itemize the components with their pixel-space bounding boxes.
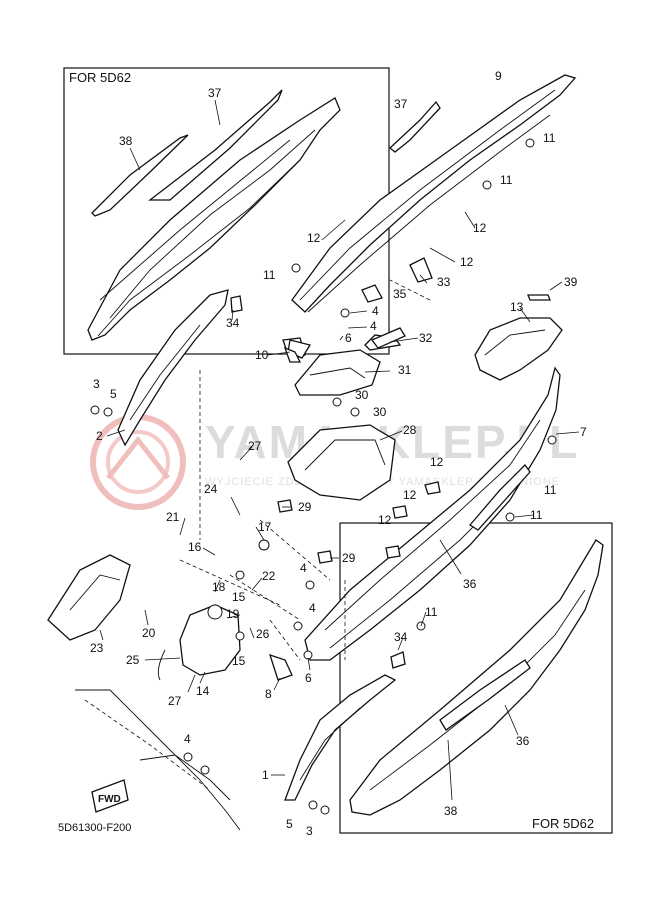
callout-21: 21: [166, 510, 180, 524]
callout-23: 23: [90, 641, 104, 655]
callout-20: 20: [142, 626, 156, 640]
callout-12c: 12: [460, 255, 474, 269]
callout-11a: 11: [543, 131, 556, 145]
leader-lines: [99, 211, 580, 776]
callout-34b: 34: [394, 630, 408, 644]
callout-27a: 27: [248, 439, 262, 453]
callout-7: 7: [580, 425, 587, 439]
callout-3b: 3: [306, 824, 313, 838]
callout-4d: 4: [309, 601, 316, 615]
callout-29b: 29: [342, 551, 356, 565]
callout-29a: 29: [298, 500, 312, 514]
fasteners: [90, 138, 557, 815]
callout-25: 25: [126, 653, 140, 667]
callout-4e: 4: [184, 732, 191, 746]
callout-4c: 4: [300, 561, 307, 575]
callout-15b: 15: [232, 654, 246, 668]
callout-38a: 38: [119, 134, 133, 148]
upper-cover: [291, 74, 577, 313]
callouts: 1 2 3 3 4 4 4 4 4 5 5 6 6 7 8 9 10 11 11…: [90, 69, 587, 838]
callout-30b: 30: [373, 405, 387, 419]
callout-31: 31: [398, 363, 412, 377]
callout-35: 35: [393, 287, 407, 301]
callout-6a: 6: [345, 331, 352, 345]
guide-lines: [179, 279, 431, 661]
left-bracket: [47, 554, 131, 641]
callout-32: 32: [419, 331, 433, 345]
callout-3a: 3: [93, 377, 100, 391]
lower-frame: FWD: [75, 689, 241, 831]
fwd-label: FWD: [98, 794, 121, 805]
callout-19: 19: [226, 607, 240, 621]
callout-13: 13: [510, 300, 524, 314]
callout-28: 28: [403, 423, 417, 437]
callout-30a: 30: [355, 388, 369, 402]
callout-11c: 11: [263, 268, 276, 282]
callout-36a: 36: [463, 577, 477, 591]
callout-11b: 11: [500, 173, 513, 187]
variant-box-bottom: FOR 5D62: [339, 522, 613, 834]
callout-6b: 6: [305, 671, 312, 685]
callout-38b: 38: [444, 804, 458, 818]
callout-36b: 36: [516, 734, 530, 748]
callout-9: 9: [495, 69, 502, 83]
brackets: [282, 334, 402, 501]
callout-2: 2: [96, 429, 103, 443]
callout-4a: 4: [372, 304, 379, 318]
callout-34a: 34: [226, 316, 240, 330]
callout-33: 33: [437, 275, 451, 289]
callout-12b: 12: [473, 221, 487, 235]
callout-15a: 15: [232, 590, 246, 604]
callout-8: 8: [265, 687, 272, 701]
callout-39: 39: [564, 275, 578, 289]
callout-11d: 11: [544, 483, 557, 497]
callout-27b: 27: [168, 694, 182, 708]
callout-12e: 12: [403, 488, 417, 502]
callout-11f: 11: [425, 605, 438, 619]
callout-1: 1: [262, 768, 269, 782]
callout-5b: 5: [286, 817, 293, 831]
reservoir: [157, 604, 241, 681]
box-bottom-label: FOR 5D62: [532, 816, 594, 831]
document-number: 5D61300-F200: [58, 822, 131, 834]
callout-17: 17: [258, 520, 272, 534]
callout-22: 22: [262, 569, 276, 583]
side-cover-right: [304, 366, 561, 661]
rear-cover: [474, 294, 563, 381]
callout-12f: 12: [378, 513, 392, 527]
callout-12a: 12: [307, 231, 321, 245]
callout-14: 14: [196, 684, 210, 698]
callout-4b: 4: [370, 319, 377, 333]
callout-11e: 11: [530, 508, 543, 522]
callout-26: 26: [256, 627, 270, 641]
callout-5a: 5: [110, 387, 117, 401]
side-cover-lower: [284, 674, 397, 801]
variant-box-top: FOR 5D62: [63, 67, 390, 355]
callout-24: 24: [204, 482, 218, 496]
callout-12d: 12: [430, 455, 444, 469]
side-cover-upper-left: [117, 289, 229, 447]
callout-18: 18: [212, 580, 226, 594]
callout-37b: 37: [394, 97, 408, 111]
box-top-label: FOR 5D62: [69, 70, 131, 85]
clips: [230, 257, 441, 681]
callout-37a: 37: [208, 86, 222, 100]
callout-16: 16: [188, 540, 202, 554]
callout-10: 10: [255, 348, 269, 362]
